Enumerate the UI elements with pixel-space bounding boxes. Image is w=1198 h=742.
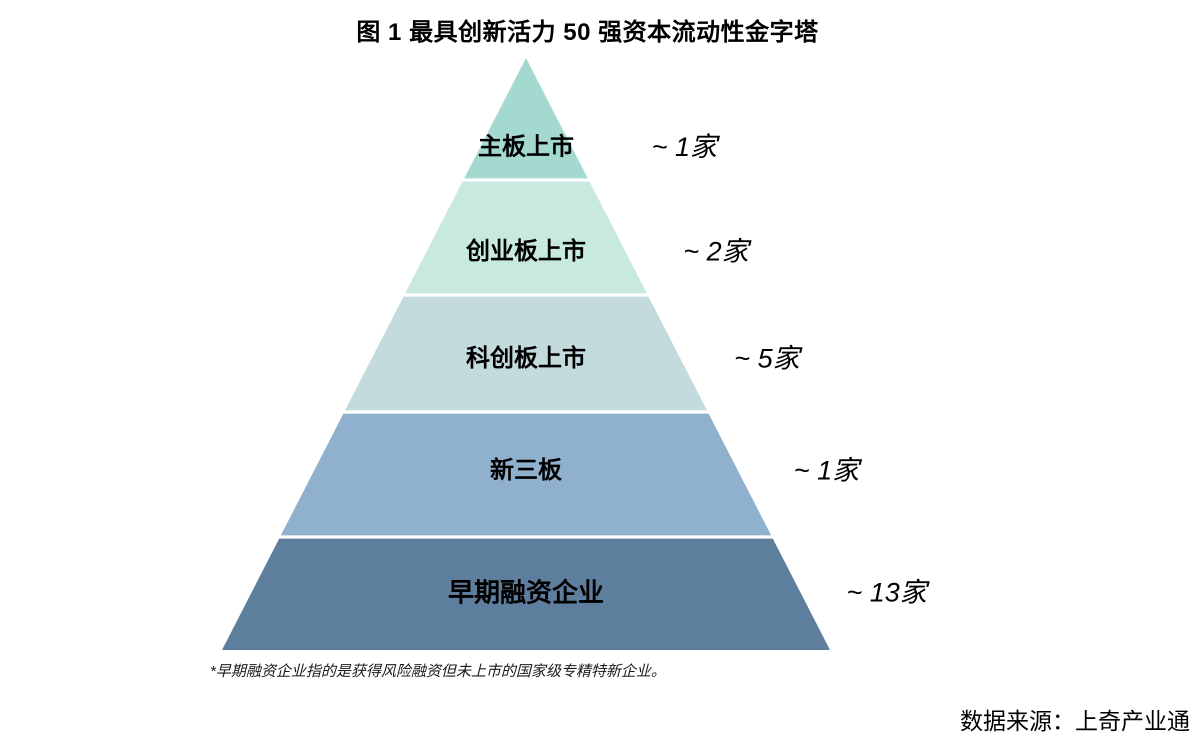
- figure-footnote: *早期融资企业指的是获得风险融资但未上市的国家级专精特新企业。: [210, 663, 666, 680]
- layer-annotation-2: ~ 2家: [683, 237, 751, 267]
- layer-label-1: 主板上市: [478, 133, 574, 161]
- pyramid-layer-3: [345, 296, 707, 411]
- layer-annotation-3: ~ 5家: [734, 344, 802, 374]
- layer-label-4: 新三板: [490, 456, 563, 484]
- layer-label-3: 科创板上市: [466, 344, 586, 372]
- pyramid-layer-5: [222, 538, 830, 650]
- layer-annotation-5: ~ 13家: [847, 578, 930, 608]
- layer-label-5: 早期融资企业: [448, 578, 604, 608]
- data-source: 数据来源：上奇产业通: [960, 708, 1190, 734]
- layer-annotation-1: ~ 1家: [652, 132, 720, 162]
- figure-title: 图 1 最具创新活力 50 强资本流动性金字塔: [356, 19, 819, 46]
- pyramid-layer-2: [405, 181, 647, 294]
- layer-label-2: 创业板上市: [465, 237, 586, 265]
- pyramid-layer-4: [280, 413, 772, 536]
- pyramid-layer-1: [464, 58, 588, 179]
- layer-annotation-4: ~ 1家: [794, 456, 862, 486]
